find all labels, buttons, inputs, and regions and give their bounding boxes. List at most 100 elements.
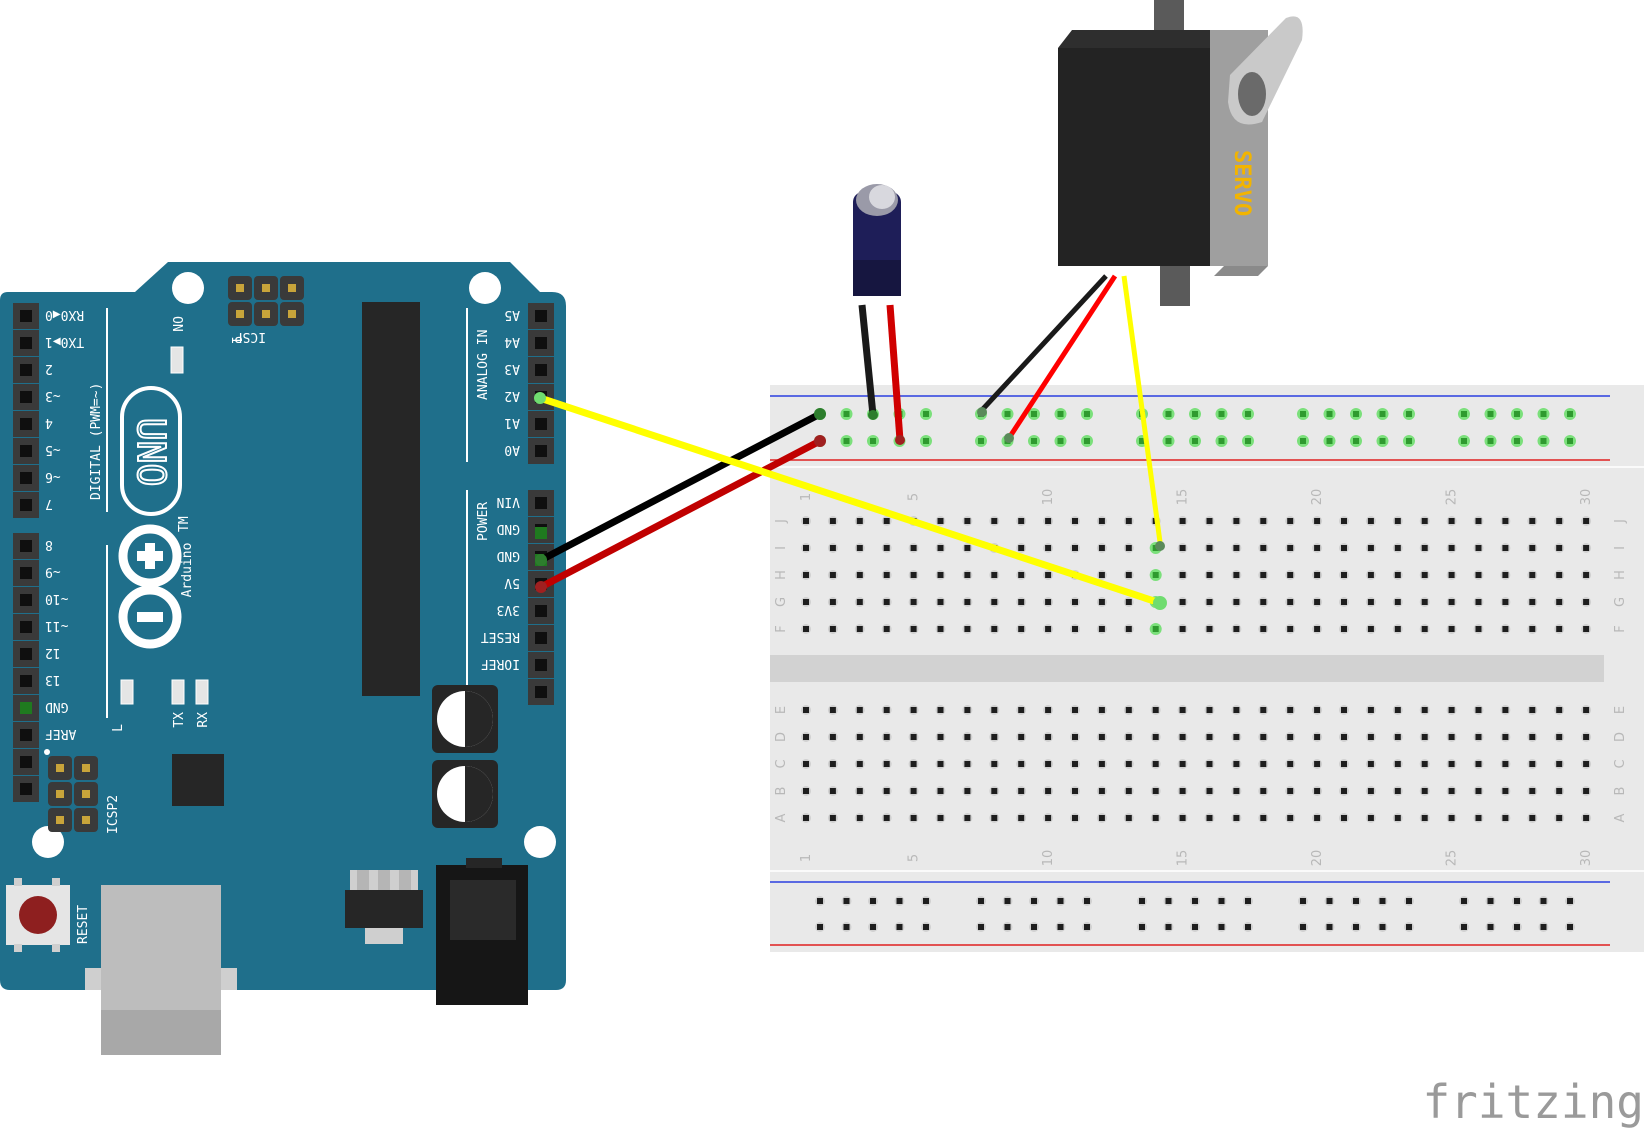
capacitor-positive-leg — [886, 304, 904, 441]
analog-header-label: ANALOG IN — [476, 330, 491, 400]
pin-label: ~3 — [45, 388, 61, 403]
breadboard-rail-holes — [814, 408, 1576, 932]
reset-label: RESET — [76, 905, 91, 944]
pin-label: 4 — [45, 415, 53, 430]
pin-label: ~6 — [45, 469, 61, 484]
pin-label: GND — [45, 699, 69, 714]
row-letter: D — [1613, 732, 1628, 742]
row-letter: C — [774, 759, 789, 768]
column-number: 30 — [1579, 850, 1594, 867]
voltage-regulator — [345, 870, 423, 944]
arduino-infinity-logo — [118, 524, 182, 649]
mounting-hole — [32, 826, 64, 858]
l-led — [120, 679, 134, 705]
pin-label: 7 — [45, 496, 53, 511]
icsp-pin1-label: 1 — [228, 336, 243, 344]
board-capacitor-1 — [432, 685, 498, 753]
analog-header — [528, 303, 554, 464]
reset-button[interactable] — [6, 878, 70, 952]
icsp-header — [228, 276, 304, 326]
row-letter: C — [1613, 759, 1628, 768]
power-5v-wire — [539, 437, 822, 591]
wires — [534, 274, 1167, 610]
pin-label: IOREF — [481, 656, 520, 671]
row-letter: J — [1613, 519, 1628, 524]
column-number: 1 — [799, 493, 814, 501]
tx-led-label: TX — [172, 712, 187, 728]
signal-wire — [538, 394, 1162, 607]
servo-label: SERVO — [1229, 150, 1254, 216]
row-letter: E — [774, 706, 789, 714]
row-letter: B — [1613, 787, 1628, 796]
pin-label: 13 — [45, 672, 61, 687]
column-number: 10 — [1041, 489, 1056, 506]
row-letter: A — [1613, 813, 1628, 822]
row-letter: B — [774, 787, 789, 796]
uno-logo-text: UNO — [129, 418, 173, 487]
breadboard-holes — [801, 516, 1592, 823]
column-number: 15 — [1176, 489, 1191, 506]
mounting-hole — [524, 826, 556, 858]
ground-wire — [539, 410, 822, 564]
pin-label: AREF — [45, 726, 76, 741]
arduino-brand-text: Arduino — [180, 543, 195, 598]
trademark-mark: TM — [177, 516, 192, 532]
column-number: 5 — [907, 493, 922, 501]
column-number: 20 — [1310, 850, 1325, 867]
column-number: 25 — [1445, 850, 1460, 867]
on-led — [170, 346, 184, 374]
column-number: 25 — [1445, 489, 1460, 506]
servo-power-lead — [1006, 274, 1118, 440]
column-number: 1 — [799, 854, 814, 862]
on-label: ON — [169, 316, 184, 332]
pin-label: ~5 — [45, 442, 61, 457]
row-letter: I — [774, 546, 789, 550]
mounting-hole — [469, 272, 501, 304]
row-letter: G — [774, 597, 789, 607]
pin-label: 5V — [504, 575, 520, 590]
center-channel — [770, 655, 1604, 682]
digital-header-label: DIGITAL (PWM=~) — [89, 383, 104, 500]
pin-label: A5 — [504, 307, 520, 322]
row-letter: H — [1613, 570, 1628, 580]
fritzing-watermark: fritzing — [1422, 1075, 1644, 1128]
pin-label: A0 — [504, 442, 520, 457]
mounting-hole — [172, 272, 204, 304]
l-led-label: L — [111, 724, 126, 732]
electrolytic-capacitor — [853, 184, 901, 296]
column-number: 5 — [907, 854, 922, 862]
usb-connector — [85, 885, 237, 1055]
pin-label: 8 — [45, 537, 53, 552]
pin-label: GND — [496, 548, 520, 563]
servo-ground-lead — [980, 274, 1108, 412]
column-number: 15 — [1176, 850, 1191, 867]
row-letter: A — [774, 813, 789, 822]
column-number: 20 — [1310, 489, 1325, 506]
row-letter: E — [1613, 706, 1628, 714]
capacitor-negative-leg — [858, 304, 877, 416]
pin-label: 2 — [45, 361, 53, 376]
icsp2-header — [48, 756, 98, 832]
pin-label: ~9 — [45, 564, 61, 579]
pin-label: RESET — [481, 629, 520, 644]
rx-led-label: RX — [196, 712, 211, 728]
pin-label: 12 — [45, 645, 61, 660]
board-pcb — [0, 262, 566, 990]
column-number: 30 — [1579, 489, 1594, 506]
digital-header — [13, 303, 39, 802]
servo-motor: SERVO — [1058, 0, 1303, 306]
pin-label: VIN — [497, 494, 520, 509]
arduino-uno-board: RX0◀0TX0▶12~34~5~678~9~10~111213GNDAREF … — [0, 262, 566, 1055]
dc-power-jack — [436, 858, 528, 1005]
atmega-chip — [362, 302, 420, 696]
pin-label: GND — [496, 521, 520, 536]
servo-signal-lead — [1121, 275, 1163, 543]
pin-label: ~10 — [45, 591, 68, 606]
rx-led — [195, 679, 209, 705]
icsp2-label: ICSP2 — [106, 795, 121, 834]
